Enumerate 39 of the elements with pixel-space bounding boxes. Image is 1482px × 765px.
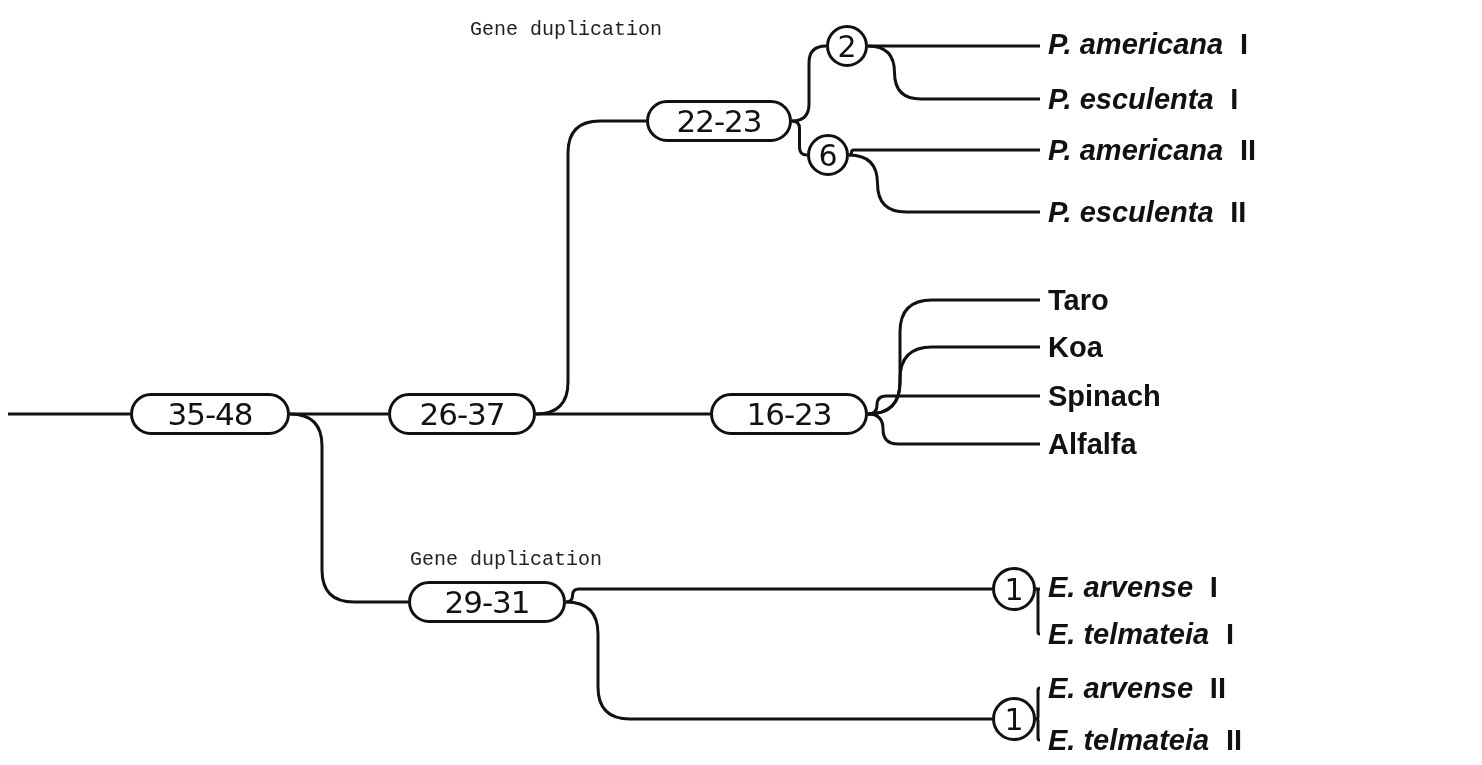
taxon-label: Taro: [1040, 280, 1109, 320]
branch-line: [565, 587, 992, 604]
taxon-label: E. telmateia I: [1040, 614, 1234, 654]
branch-line: [867, 44, 1040, 101]
branch-line: [867, 394, 1040, 416]
taxon-label: Koa: [1040, 327, 1103, 367]
taxon-label: Alfalfa: [1040, 424, 1137, 464]
branch-line: [1035, 587, 1042, 636]
branch-circle: 1: [992, 697, 1036, 741]
branch-circle: 1: [992, 567, 1036, 611]
branch-line: [791, 44, 828, 123]
branch-line: [791, 119, 809, 157]
taxon-label: P. americana II: [1040, 130, 1257, 170]
branch-line: [565, 600, 992, 721]
taxon-label: E. telmateia II: [1040, 720, 1243, 760]
branch-circle: 2: [826, 25, 868, 67]
branch-line: [536, 412, 710, 416]
branch-line: [848, 153, 1040, 214]
branch-node: 16-23: [710, 393, 868, 435]
branch-line: [8, 412, 130, 416]
taxon-label: P. esculenta II: [1040, 192, 1247, 232]
branch-node: 22-23: [646, 100, 792, 142]
taxon-label: E. arvense I: [1040, 567, 1218, 607]
branch-node: 29-31: [408, 581, 566, 623]
branch-line: [1035, 686, 1042, 721]
branch-line: [867, 412, 1040, 446]
branch-circle: 6: [807, 134, 849, 176]
taxon-label: P. americana I: [1040, 24, 1249, 64]
taxon-label: E. arvense II: [1040, 668, 1226, 708]
branch-line: [848, 148, 1040, 157]
annotation-text: Gene duplication: [410, 548, 603, 571]
branch-line: [1035, 717, 1042, 742]
branch-line: [535, 119, 646, 416]
branch-line: [289, 412, 408, 604]
annotation-text: Gene duplication: [470, 18, 663, 41]
taxon-label: P. esculenta I: [1040, 79, 1239, 119]
branch-node: 35-48: [130, 393, 290, 435]
taxon-label: Spinach: [1040, 376, 1161, 416]
branch-node: 26-37: [388, 393, 536, 435]
